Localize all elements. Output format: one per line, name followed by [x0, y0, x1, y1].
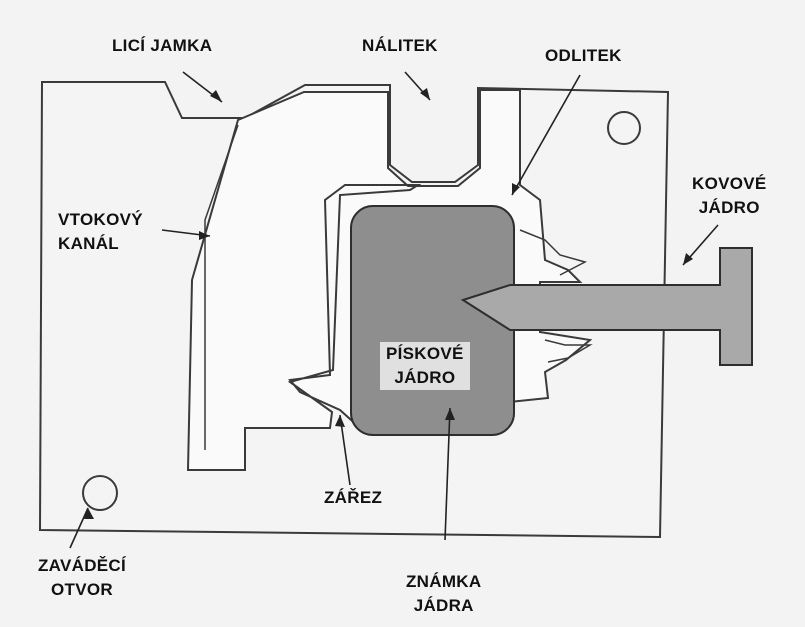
- leader-zavadeci-otvor: [69, 507, 89, 549]
- core-print-upper: [519, 229, 588, 276]
- sand-core: [350, 205, 515, 436]
- label-kovove-jadro-line1: KOVOVÉ: [692, 174, 767, 193]
- core-print-lower: [544, 339, 593, 363]
- runner: [204, 124, 239, 450]
- label-piskove-jadro-line2: JÁDRO: [394, 368, 456, 387]
- arrow-zarez: [335, 415, 345, 427]
- label-zarez: ZÁŘEZ: [324, 488, 383, 507]
- label-piskove-jadro: PÍSKOVÉ JÁDRO: [380, 342, 470, 390]
- label-znamka-jadra-line1: ZNÁMKA: [406, 572, 482, 591]
- arrow-vtokovy-kanal: [199, 231, 210, 240]
- guide-hole-top: [607, 111, 641, 145]
- label-vtokovy-kanal-line2: KANÁL: [58, 234, 119, 253]
- arrow-zavadeci-otvor: [84, 508, 94, 519]
- arrow-nalitek: [420, 88, 430, 100]
- arrow-lici-jamka: [210, 90, 222, 102]
- label-odlitek: ODLITEK: [545, 46, 622, 65]
- label-vtokovy-kanal: VTOKOVÝ KANÁL: [58, 208, 143, 256]
- label-lici-jamka: LICÍ JAMKA: [112, 36, 213, 55]
- arrow-znamka-jadra: [445, 408, 455, 420]
- label-kovove-jadro: KOVOVÉ JÁDRO: [692, 172, 767, 220]
- label-zavadeci-otvor-line2: OTVOR: [51, 580, 113, 599]
- guide-hole-bottom: [82, 475, 118, 511]
- arrowheads: [84, 88, 693, 519]
- label-znamka-jadra: ZNÁMKA JÁDRA: [406, 570, 481, 618]
- label-kovove-jadro-line2: JÁDRO: [698, 198, 760, 217]
- leader-znamka-jadra: [444, 407, 451, 541]
- arrow-odlitek: [512, 183, 520, 195]
- label-piskove-jadro-line1: PÍSKOVÉ: [386, 344, 464, 363]
- label-znamka-jadra-line2: JÁDRA: [413, 596, 474, 615]
- label-zavadeci-otvor-line1: ZAVÁDĚCÍ: [38, 556, 127, 575]
- label-nalitek: NÁLITEK: [362, 36, 438, 55]
- label-vtokovy-kanal-line1: VTOKOVÝ: [58, 210, 143, 229]
- leader-odlitek: [511, 74, 581, 196]
- metal-core: [460, 247, 753, 366]
- label-zavadeci-otvor: ZAVÁDĚCÍ OTVOR: [38, 554, 126, 602]
- arrow-kovove-jadro: [683, 253, 693, 265]
